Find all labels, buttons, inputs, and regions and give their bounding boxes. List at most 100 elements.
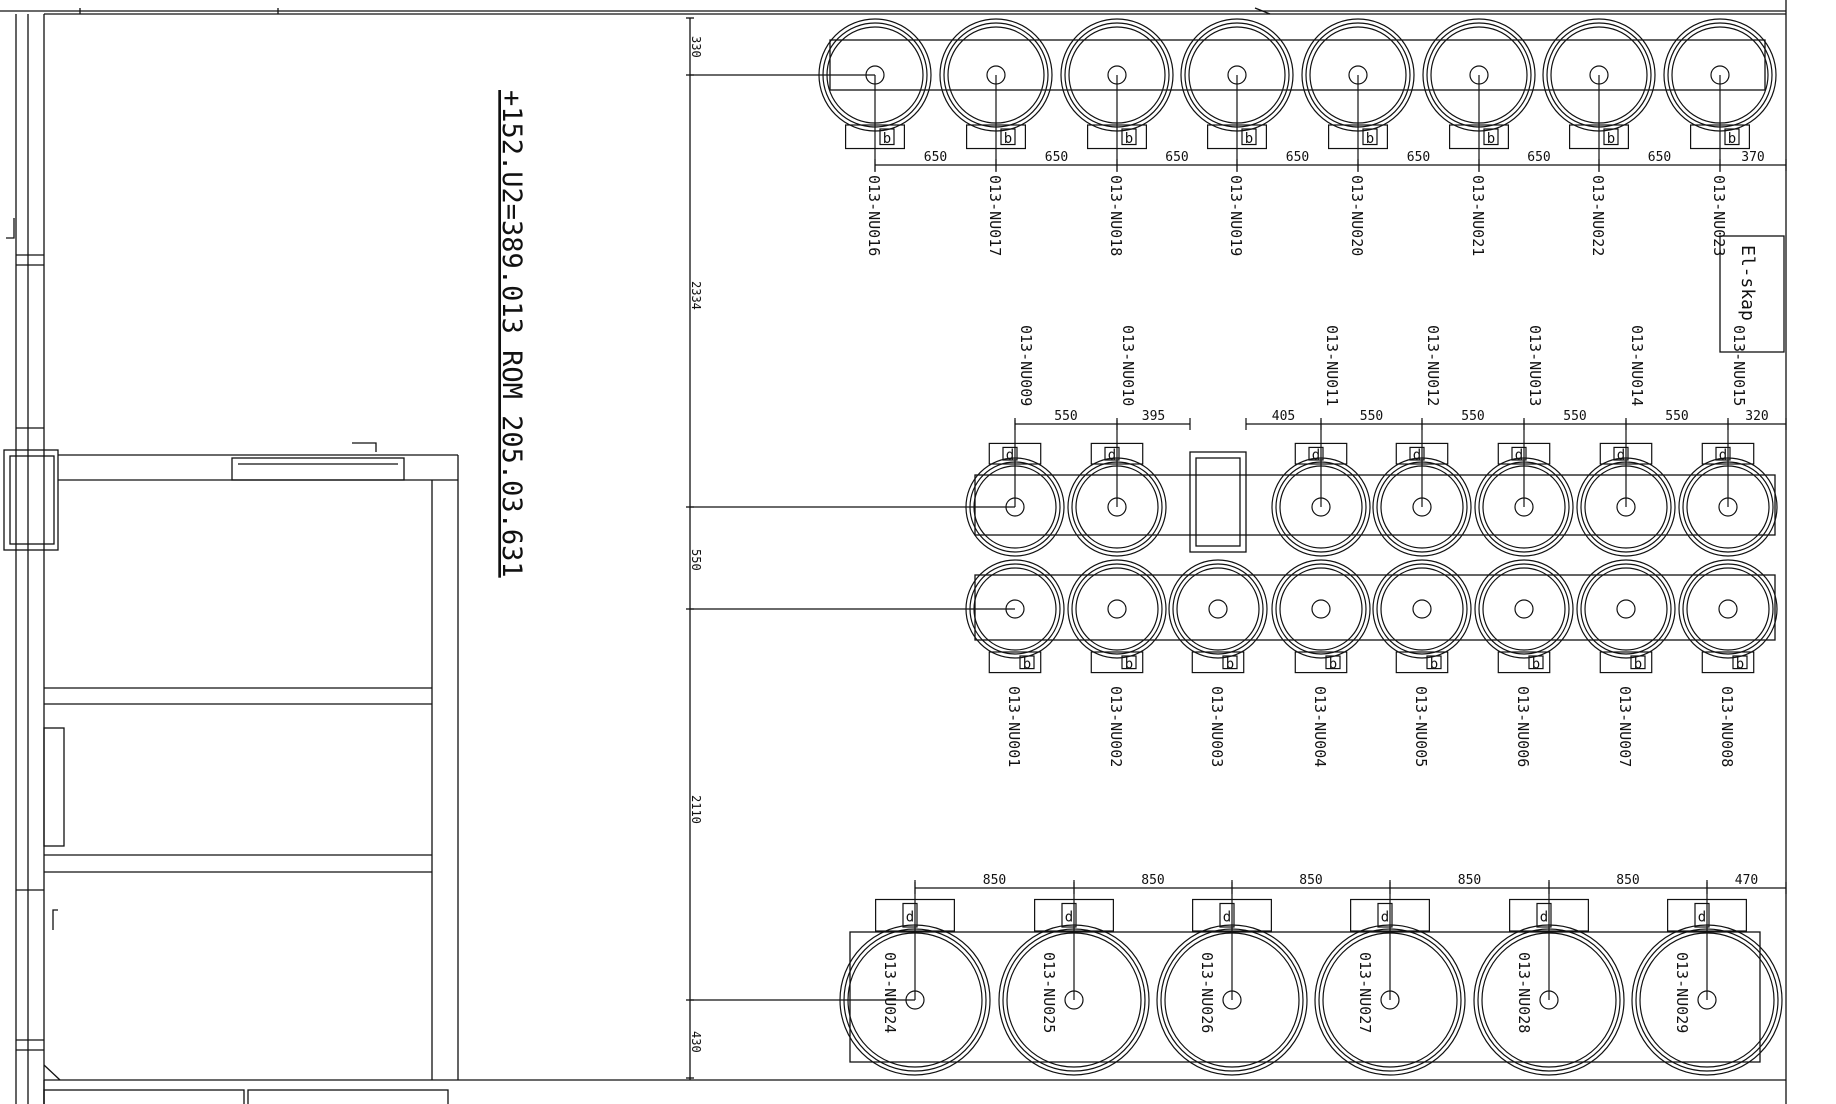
tag-013-NU009: 013-NU009	[1017, 325, 1035, 406]
unit-bracket-mark: b	[1023, 656, 1031, 672]
unit-outer-ring	[1576, 559, 1676, 659]
unit-bracket	[1294, 651, 1348, 674]
rack-middle-upper	[974, 474, 1776, 536]
unit-bracket-mark: b	[883, 131, 891, 147]
unit-bracket-mark: b	[1004, 131, 1012, 147]
tag-013-NU014: 013-NU014	[1628, 325, 1646, 406]
unit-bracket-inner	[1377, 902, 1393, 928]
unit-inner-ring	[1482, 567, 1566, 651]
unit-bracket-inner	[1528, 655, 1544, 670]
unit-outer-ring	[1474, 559, 1574, 659]
unit-center	[1616, 599, 1636, 619]
tag-013-NU029: 013-NU029	[1673, 952, 1691, 1033]
unit-bracket	[1395, 651, 1449, 674]
rack-middle-lower	[974, 574, 1776, 641]
dimension-label: 650	[1648, 150, 1671, 165]
unit-bracket-mark: d	[1065, 909, 1073, 925]
unit-013-NU001: b	[965, 559, 1065, 674]
unit-bracket-mark: b	[1728, 131, 1736, 147]
tag-013-NU002: 013-NU002	[1107, 686, 1125, 767]
wall-detail	[1254, 7, 1271, 15]
bottom-box	[43, 1089, 245, 1104]
vertical-dimension-550: 550	[689, 549, 703, 571]
dimension-label: 650	[1286, 150, 1309, 165]
unit-outer-ring	[1271, 559, 1371, 659]
unit-bracket-inner	[902, 902, 918, 928]
unit-bracket	[1090, 651, 1144, 674]
unit-bracket	[1599, 651, 1653, 674]
unit-center	[1412, 599, 1432, 619]
unit-inner-ring	[1686, 567, 1770, 651]
unit-inner-ring	[1279, 567, 1363, 651]
tag-013-NU005: 013-NU005	[1412, 686, 1430, 767]
tag-013-NU012: 013-NU012	[1424, 325, 1442, 406]
unit-center	[1208, 599, 1228, 619]
unit-bracket-mark: d	[1698, 909, 1706, 925]
unit-bracket-mark: b	[1329, 656, 1337, 672]
unit-center	[1718, 599, 1738, 619]
unit-bracket-mark: d	[1223, 909, 1231, 925]
unit-ring	[969, 563, 1061, 655]
unit-bracket-inner	[1308, 446, 1324, 461]
el-skap-box	[1719, 235, 1785, 353]
unit-inner-ring	[1176, 567, 1260, 651]
vertical-dimension-2110: 2110	[689, 795, 703, 824]
unit-bracket-mark: b	[1532, 656, 1540, 672]
unit-bracket-inner	[1409, 446, 1425, 461]
dimension-label: 550	[1461, 409, 1484, 424]
tag-013-NU006: 013-NU006	[1514, 686, 1532, 767]
unit-ring	[1478, 563, 1570, 655]
tag-013-NU026: 013-NU026	[1198, 952, 1216, 1033]
unit-013-NU008: b	[1678, 559, 1778, 674]
unit-bracket-inner	[1019, 655, 1035, 670]
tag-013-NU018: 013-NU018	[1107, 175, 1125, 256]
unit-bracket-inner	[1426, 655, 1442, 670]
unit-bracket-mark: b	[1366, 131, 1374, 147]
unit-013-NU002: b	[1067, 559, 1167, 674]
dimension-label: 395	[1142, 409, 1165, 424]
unit-ring	[1071, 563, 1163, 655]
room-label: +152.U2=389.013 ROM 205.03.631	[496, 90, 527, 578]
unit-center	[1311, 599, 1331, 619]
unit-bracket-mark: d	[1515, 448, 1523, 464]
unit-inner-ring	[1584, 567, 1668, 651]
vertical-dimension-330: 330	[689, 36, 703, 58]
tag-013-NU004: 013-NU004	[1311, 686, 1329, 767]
dimension-label: 650	[1045, 150, 1068, 165]
unit-outer-ring	[965, 559, 1065, 659]
unit-bracket-inner	[1511, 446, 1527, 461]
unit-outer-ring	[1372, 559, 1472, 659]
unit-bracket-inner	[1121, 128, 1137, 146]
unit-center	[1514, 599, 1534, 619]
unit-bracket-mark: d	[1381, 909, 1389, 925]
unit-bracket-inner	[1483, 128, 1499, 146]
unit-bracket-mark: d	[906, 909, 914, 925]
unit-013-NU004: b	[1271, 559, 1371, 674]
dimension-label: 650	[1407, 150, 1430, 165]
dimension-label: 550	[1054, 409, 1077, 424]
rack-top	[829, 39, 1766, 91]
units-layer: b013-NU016b013-NU017b013-NU018b013-NU019…	[818, 18, 1787, 1076]
rack-bottom	[849, 931, 1761, 1063]
tag-013-NU017: 013-NU017	[986, 175, 1004, 256]
wall-hook	[6, 218, 15, 239]
dimension-label: 405	[1272, 409, 1295, 424]
dimension-label: 650	[1527, 150, 1550, 165]
unit-bracket-mark: b	[1736, 656, 1744, 672]
tag-013-NU021: 013-NU021	[1469, 175, 1487, 256]
column-inner	[9, 455, 55, 545]
unit-ring	[1682, 563, 1774, 655]
unit-outer-ring	[1678, 559, 1778, 659]
dimension-label: 850	[1616, 873, 1639, 888]
unit-013-NU003: b	[1168, 559, 1268, 674]
corner-mark	[43, 1064, 61, 1081]
unit-bracket-mark: d	[1540, 909, 1548, 925]
unit-bracket-mark: d	[1719, 448, 1727, 464]
unit-bracket-mark: d	[1006, 448, 1014, 464]
unit-outer-ring	[1067, 559, 1167, 659]
unit-bracket-inner	[1724, 128, 1740, 146]
dimension-label: 850	[983, 873, 1006, 888]
